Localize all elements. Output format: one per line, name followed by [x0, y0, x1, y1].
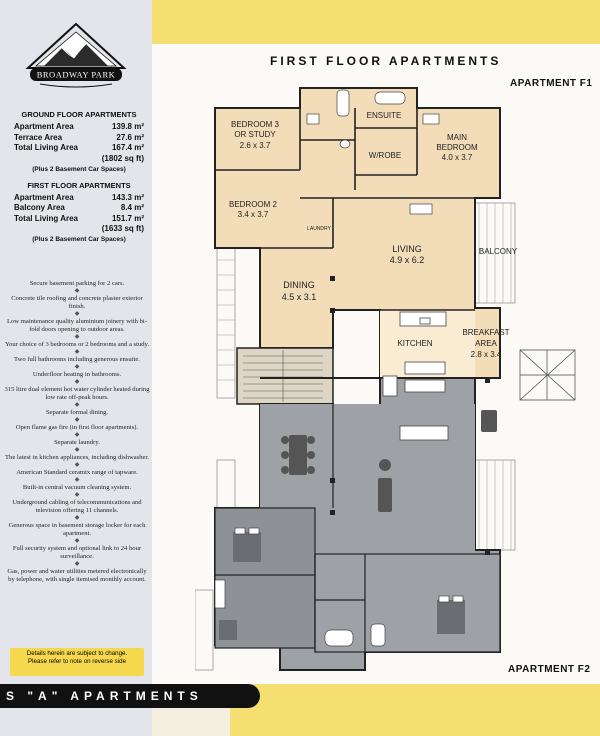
entry-canopy [519, 349, 576, 401]
dining-label: DINING [283, 280, 315, 290]
fireplace [409, 203, 433, 215]
apartment-f1-label: APARTMENT F1 [510, 78, 593, 89]
logo-wordmark: BROADWAY PARK [37, 70, 116, 80]
feature-item: Your choice of 3 bedrooms or 2 bedrooms … [4, 341, 150, 348]
feature-item: 315 litre dual element hot water cylinde… [4, 386, 150, 401]
feature-separator: ◆ [74, 349, 80, 355]
feature-separator: ◆ [74, 462, 80, 468]
page-title: FIRST FLOOR APARTMENTS [270, 54, 502, 68]
feature-separator: ◆ [74, 515, 80, 521]
feature-item: Secure basement parking for 2 cars. [29, 280, 125, 287]
feature-item: Low maintenance quality aluminium joiner… [7, 318, 147, 333]
top-yellow-band [152, 0, 600, 50]
broadway-park-logo: BROADWAY PARK [22, 22, 130, 94]
bedroom-3-label: BEDROOM 3 [231, 120, 280, 129]
feature-item: Underground cabling of telecommunication… [12, 499, 142, 514]
breakfast-label-2: AREA [475, 339, 497, 348]
stairwell [236, 347, 334, 405]
ground-floor-heading: GROUND FLOOR APARTMENTS [21, 110, 137, 119]
room-labels: BEDROOM 3 OR STUDY 2.6 x 3.7 ENSUITE W/R… [229, 111, 518, 359]
feature-item: Underfloor heating in bathrooms. [32, 371, 122, 378]
feature-separator: ◆ [74, 447, 80, 453]
apartment-f2-label: APARTMENT F2 [508, 664, 591, 675]
bedroom-3-size: 2.6 x 3.7 [240, 141, 271, 150]
main-bedroom-label-2: BEDROOM [436, 143, 478, 152]
feature-separator: ◆ [74, 477, 80, 483]
disclaimer-line: Please refer to note on reverse side [27, 658, 127, 665]
feature-item: Generous space in basement storage locke… [8, 522, 146, 537]
feature-item: Separate formal dining. [45, 409, 109, 416]
feature-item: Open flame gas fire (in first floor apar… [15, 424, 139, 431]
disclaimer-line: Details herein are subject to change. [26, 650, 128, 657]
breakfast-label: BREAKFAST [462, 328, 509, 337]
columns [330, 276, 490, 555]
kitchen-fixtures [382, 311, 449, 441]
feature-item: Built-in central vacuum cleaning system. [22, 484, 132, 491]
bedroom-2-size: 3.4 x 3.7 [238, 210, 269, 219]
feature-list: Secure basement parking for 2 cars.◆Conc… [4, 280, 150, 584]
feature-separator: ◆ [74, 492, 80, 498]
breakfast-size: 2.8 x 3.4 [471, 350, 502, 359]
feature-separator: ◆ [74, 417, 80, 423]
balcony-label: BALCONY [479, 247, 518, 256]
bathroom-fixtures [214, 89, 440, 647]
main-bedroom-size: 4.0 x 3.7 [442, 153, 473, 162]
railing-hatching [217, 203, 512, 550]
living-size: 4.9 x 6.2 [390, 255, 425, 265]
sqft-value: (1633 sq ft) [101, 224, 144, 233]
feature-separator: ◆ [74, 288, 80, 294]
feature-item: Two full bathrooms including generous en… [14, 356, 140, 363]
feature-item: American Standard ceramix range of tapwa… [16, 469, 138, 476]
feature-separator: ◆ [74, 561, 80, 567]
car-space-note: (Plus 2 Basement Car Spaces) [32, 236, 126, 243]
feature-separator: ◆ [74, 379, 80, 385]
interior-walls [215, 108, 500, 379]
feature-separator: ◆ [74, 364, 80, 370]
sqft-value: (1802 sq ft) [101, 153, 144, 163]
kitchen-label: KITCHEN [397, 339, 432, 348]
apartment-type-banner: S "A" APARTMENTS [0, 684, 260, 708]
feature-item: The latest in kitchen appliances, includ… [5, 454, 149, 461]
bedroom-3-alt-label: OR STUDY [234, 130, 276, 139]
sidebar: BROADWAY PARK GROUND FLOOR APARTMENTS Ap… [0, 0, 152, 736]
first-floor-heading: FIRST FLOOR APARTMENTS [27, 180, 131, 190]
main-bedroom-label: MAIN [447, 133, 467, 142]
ensuite-label: ENSUITE [367, 111, 402, 120]
feature-separator: ◆ [74, 402, 80, 408]
car-space-note: (Plus 2 Basement Car Spaces) [32, 165, 126, 173]
floor-plan: BEDROOM 3 OR STUDY 2.6 x 3.7 ENSUITE W/R… [195, 87, 576, 671]
laundry-label: LAUNDRY [307, 226, 331, 232]
feature-item: Gas, power and water utilities metered e… [7, 568, 147, 583]
bed-pillows [234, 527, 464, 603]
feature-separator: ◆ [74, 334, 80, 340]
feature-item: Full security system and optional link t… [12, 545, 142, 560]
wrobe-label: W/ROBE [369, 151, 401, 160]
feature-item: Separate laundry. [54, 439, 100, 446]
interior-walls-f2 [215, 404, 366, 652]
feature-item: Concrete tile roofing and concrete plast… [11, 295, 143, 310]
feature-separator: ◆ [74, 538, 80, 544]
furniture [219, 410, 497, 640]
living-label: LIVING [392, 244, 422, 254]
disclaimer-box: Details herein are subject to change. Pl… [10, 648, 144, 676]
bedroom-2-label: BEDROOM 2 [229, 200, 278, 209]
feature-separator: ◆ [74, 432, 80, 438]
dining-size: 4.5 x 3.1 [282, 292, 317, 302]
feature-separator: ◆ [74, 311, 80, 317]
